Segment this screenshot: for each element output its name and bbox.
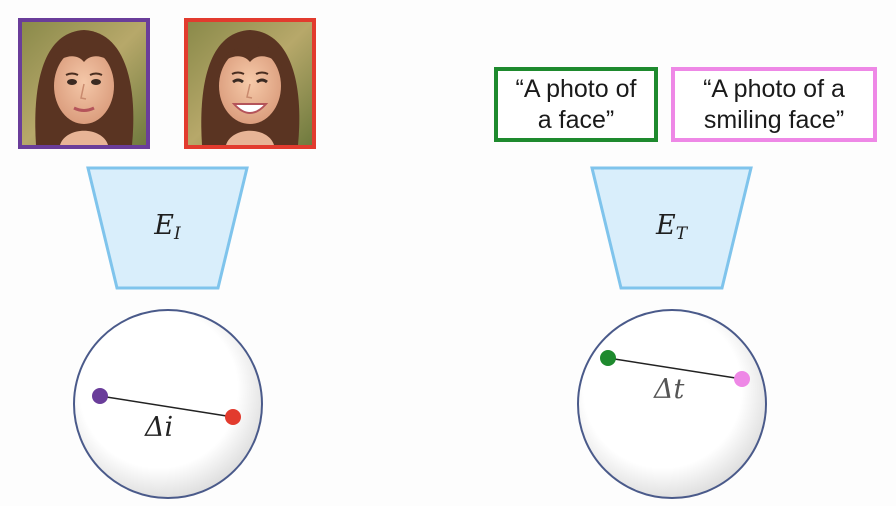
neutral-face-point (92, 388, 108, 404)
image-embedding-sphere: Δi (70, 306, 266, 502)
image-encoder: EI (86, 166, 249, 290)
neutral-text-prompt: “A photo of a face” (494, 67, 658, 142)
smiling-face-point (225, 409, 241, 425)
image-delta-line (99, 395, 234, 418)
smiling-text-prompt: “A photo of a smiling face” (671, 67, 877, 142)
smiling-text-point (734, 371, 750, 387)
text-encoder-label: ET (655, 210, 688, 244)
text-delta-label: Δt (654, 374, 685, 405)
smiling-face-photo (184, 18, 316, 149)
image-encoder-label: EI (154, 210, 181, 244)
image-delta-label: Δi (145, 412, 174, 443)
face-text-point (600, 350, 616, 366)
text-embedding-sphere: Δt (574, 306, 770, 502)
text-encoder: ET (590, 166, 753, 290)
neutral-face-photo (18, 18, 150, 149)
text-delta-line (607, 357, 743, 380)
